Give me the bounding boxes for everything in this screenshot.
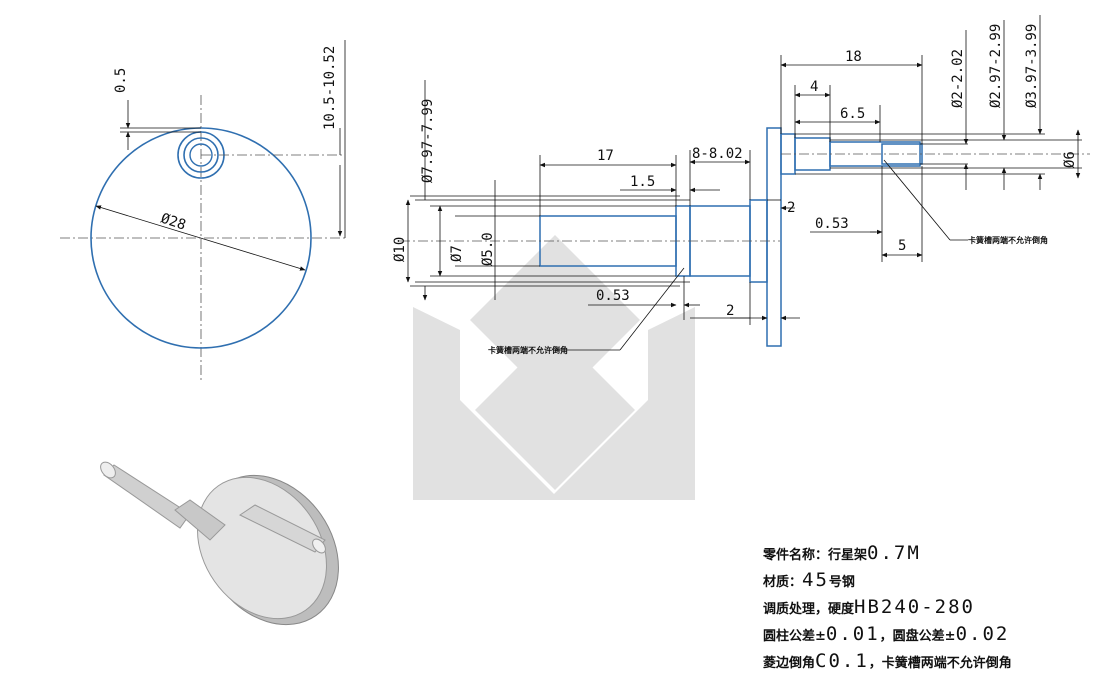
dim-0-53-left: 0.53 — [596, 288, 630, 304]
watermark-logo — [413, 235, 695, 500]
dim-d2-97: Ø2.97-2.99 — [988, 24, 1004, 108]
dim-8: 8-8.02 — [692, 146, 743, 162]
dim-d7: Ø7 — [449, 245, 465, 262]
dim-2-right: 2 — [787, 200, 795, 216]
dim-d5: Ø5.0 — [480, 232, 496, 266]
isometric-view — [100, 461, 339, 626]
technical-notes: 零件名称：行星架0.7M 材质：45号钢 调质处理，硬度HB240-280 圆柱… — [763, 540, 1093, 675]
dim-1-5: 1.5 — [630, 174, 655, 190]
dim-6-5: 6.5 — [840, 106, 865, 122]
dim-5: 5 — [898, 238, 906, 254]
note-tolerances: 圆柱公差±0.01，圆盘公差±0.02 — [763, 623, 1010, 645]
note-circlip-right: 卡簧槽两端不允许倒角 — [968, 235, 1048, 245]
dim-4: 4 — [810, 79, 818, 95]
dim-d7-97: Ø7.97-7.99 — [420, 99, 436, 183]
flange-outline — [766, 127, 782, 347]
dim-18: 18 — [845, 49, 862, 65]
dim-d10: Ø10 — [392, 237, 408, 262]
left-view — [60, 40, 346, 380]
note-heat-treatment: 调质处理，硬度HB240-280 — [763, 596, 975, 618]
dim-d6: Ø6 — [1062, 151, 1078, 168]
note-part-name: 零件名称：行星架0.7M — [763, 542, 921, 564]
dim-d28: Ø28 — [159, 211, 188, 234]
dim-17: 17 — [597, 148, 614, 164]
note-material: 材质：45号钢 — [763, 569, 855, 591]
dim-2-bottom: 2 — [726, 303, 734, 319]
dim-10-5: 10.5-10.52 — [322, 46, 338, 130]
dim-0-5: 0.5 — [113, 68, 129, 93]
dim-d3-97: Ø3.97-3.99 — [1024, 24, 1040, 108]
note-circlip-left: 卡簧槽两端不允许倒角 — [488, 345, 568, 355]
note-chamfer: 菱边倒角C0.1，卡簧槽两端不允许倒角 — [763, 650, 1012, 672]
dim-d2: Ø2-2.02 — [950, 49, 966, 108]
front-view-dims — [400, 15, 1090, 351]
dim-0-53-right: 0.53 — [815, 216, 849, 232]
